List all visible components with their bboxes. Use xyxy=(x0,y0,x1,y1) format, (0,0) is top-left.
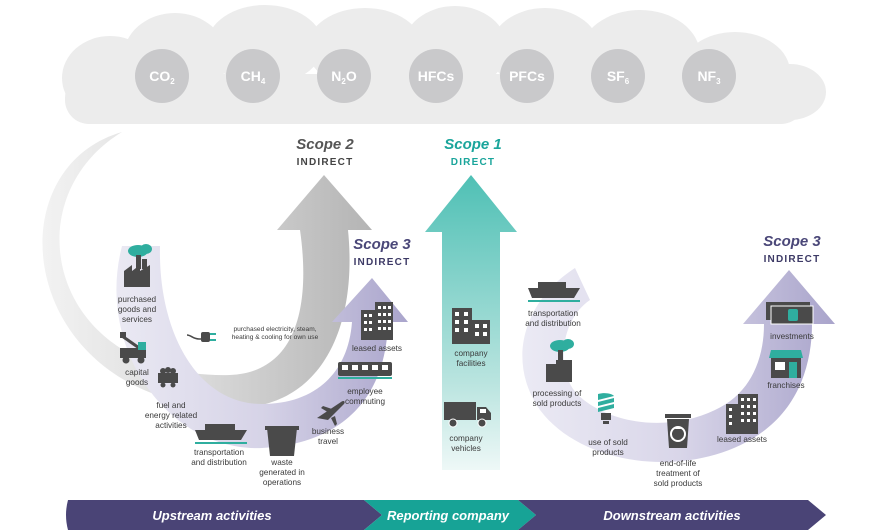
upstream-band xyxy=(66,500,382,530)
scope3-upstream-arrow xyxy=(116,246,409,449)
gas-circle xyxy=(135,49,189,103)
gas-label: SF6 xyxy=(607,68,630,86)
gas-5: PFCs xyxy=(500,49,554,103)
investments-money-icon xyxy=(766,302,814,325)
gas-label: HFCs xyxy=(418,68,455,84)
gas-label: PFCs xyxy=(509,68,545,84)
downstream-band xyxy=(518,500,826,530)
gas-circle xyxy=(317,49,371,103)
gas-circle xyxy=(591,49,645,103)
gas-6: SF6 xyxy=(591,49,645,103)
leased-assets-building-icon xyxy=(361,302,393,340)
investments-label: investments xyxy=(770,332,814,341)
downstream-band-label: Downstream activities xyxy=(603,508,740,523)
downstream-leased-assets-icon xyxy=(726,394,758,434)
scope3-downstream-subtitle: INDIRECT xyxy=(764,254,821,265)
ship-icon xyxy=(195,424,247,444)
gas-label: N2O xyxy=(331,68,357,86)
gas-label: CO2 xyxy=(149,68,175,86)
recycle-bin-icon xyxy=(665,414,691,448)
scope2-arrow xyxy=(42,132,372,409)
train-icon xyxy=(338,362,392,379)
gas-circle xyxy=(500,49,554,103)
fuel-cart-icon xyxy=(158,367,178,388)
purchased-electricity-label: purchased electricity, steam,heating & c… xyxy=(232,326,319,341)
gas-circle xyxy=(409,49,463,103)
scope2-title: Scope 2 xyxy=(296,136,354,153)
company-vehicles-truck-icon xyxy=(444,402,491,428)
reporting-band-label: Reporting company xyxy=(387,508,510,523)
scope1-title: Scope 1 xyxy=(444,136,502,153)
greenhouse-gases: CO2 CH4 N2O HFCs PFCs SF6 NF3 xyxy=(135,49,736,103)
reporting-band xyxy=(364,500,536,530)
scope2-subtitle: INDIRECT xyxy=(297,157,354,168)
waste-container-icon xyxy=(265,426,299,456)
franchises-label: franchises xyxy=(767,381,804,390)
gas-3: N2O xyxy=(317,49,371,103)
company-facilities-icon xyxy=(452,308,490,344)
gas-7: NF3 xyxy=(682,49,736,103)
activity-band: Upstream activities Reporting company Do… xyxy=(66,500,826,530)
light-bulb-icon xyxy=(598,393,614,424)
gas-circle xyxy=(682,49,736,103)
scope3-downstream-title: Scope 3 xyxy=(763,233,821,250)
factory-icon xyxy=(124,244,152,287)
scope3-downstream-heading: Scope 3 INDIRECT xyxy=(763,233,821,265)
downstream-ship-icon xyxy=(528,282,580,302)
gas-1: CO2 xyxy=(135,49,189,103)
scope2-heading: Scope 2 INDIRECT xyxy=(296,136,354,168)
gas-circle xyxy=(226,49,280,103)
airplane-icon xyxy=(317,400,345,426)
upstream-leased-assets-label: leased assets xyxy=(352,344,402,353)
processing-factory-icon xyxy=(546,339,574,382)
gas-label: NF3 xyxy=(697,68,721,86)
upstream-band-label: Upstream activities xyxy=(152,508,271,523)
scope3-upstream-title: Scope 3 xyxy=(353,236,411,253)
gas-2: CH4 xyxy=(226,49,280,103)
scope1-heading: Scope 1 DIRECT xyxy=(444,136,502,168)
scope3-upstream-subtitle: INDIRECT xyxy=(354,257,411,268)
franchise-shop-icon xyxy=(769,350,803,378)
downstream-leased-assets-label: leased assets xyxy=(717,435,767,444)
scope3-upstream-heading: Scope 3 INDIRECT xyxy=(353,236,411,268)
gas-label: CH4 xyxy=(241,68,266,86)
crane-truck-icon xyxy=(120,332,146,364)
gas-4: HFCs xyxy=(409,49,463,103)
scope1-subtitle: DIRECT xyxy=(451,157,495,168)
plug-icon xyxy=(186,332,216,342)
